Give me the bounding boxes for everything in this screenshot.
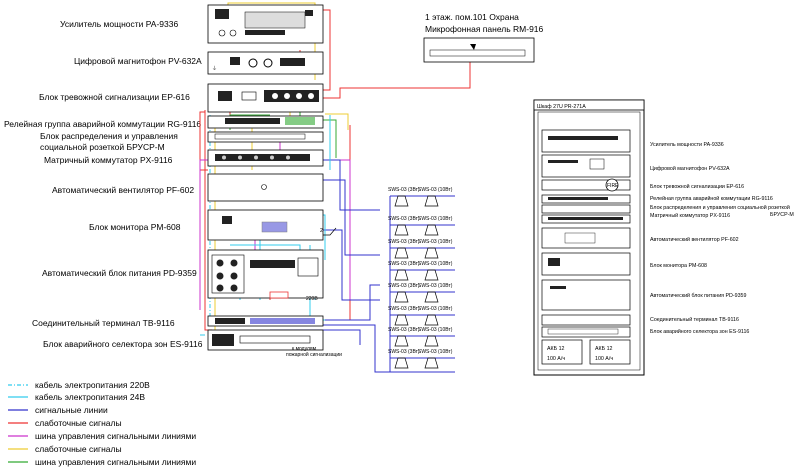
svg-text:АКБ 12: АКБ 12 — [595, 346, 613, 352]
label-px9116: Матричный коммутатор PX-9116 — [44, 155, 173, 165]
device-pv632a: ⏚ — [207, 51, 324, 75]
mic-panel-title: Микрофонная панель RM-916 — [425, 24, 544, 34]
mic-panel-location: 1 этаж. пом.101 Охрана — [425, 12, 519, 22]
devices: ⏚ — [207, 4, 342, 358]
rack-label-es9116: Блок аварийного селектора зон ES-9116 — [650, 328, 749, 335]
svg-text:SWS-03 (3Вт): SWS-03 (3Вт) — [388, 261, 420, 267]
svg-text:SWS-03 (10Вт): SWS-03 (10Вт) — [418, 283, 453, 289]
label-brusr-1: Блок распределения и управления — [40, 131, 178, 141]
rack-fire-badge: FIRE — [607, 183, 619, 189]
label-pf602: Автоматический вентилятор PF-602 — [52, 185, 194, 195]
label-pm608: Блок монитора PM-608 — [89, 222, 181, 232]
device-pm608: 2 — [207, 209, 324, 241]
speaker-row-3: SWS-03 (3Вт) SWS-03 (10Вт) — [388, 239, 453, 259]
svg-text:SWS-03 (3Вт): SWS-03 (3Вт) — [388, 349, 420, 355]
speaker-row-8: SWS-03 (3Вт) SWS-03 (10Вт) — [388, 349, 453, 369]
label-rg9116: Релейная группа аварийной коммутации RG-… — [4, 119, 201, 129]
svg-text:SWS-03 (3Вт): SWS-03 (3Вт) — [388, 283, 420, 289]
svg-text:2: 2 — [320, 228, 323, 234]
svg-text:АКБ 12: АКБ 12 — [547, 346, 565, 352]
label-brusr-2: социальной розеткой БРУСР-М — [40, 142, 165, 152]
label-es9116: Блок аварийного селектора зон ES-9116 — [43, 339, 203, 349]
speaker-row-7: SWS-03 (3Вт) SWS-03 (10Вт) — [388, 327, 453, 347]
device-es9116: к модулям пожарной сигнализации — [207, 329, 342, 358]
speakers: SWS-03 (3Вт) SWS-03 (10Вт) SWS-03 (3Вт) … — [388, 187, 453, 369]
svg-text:SWS-03 (3Вт): SWS-03 (3Вт) — [388, 216, 420, 222]
svg-text:кабель электропитания 24В: кабель электропитания 24В — [35, 392, 145, 402]
legend-item-power-220: кабель электропитания 220В — [8, 380, 150, 390]
svg-text:шина управления сигнальными ли: шина управления сигнальными линиями — [35, 431, 196, 441]
legend-item-signal: сигнальные линии — [8, 405, 108, 415]
speaker-label-10w: SWS-03 (10Вт) — [418, 187, 453, 193]
rack-label-pd9359: Автоматический блок питания PD-9359 — [650, 292, 746, 299]
svg-text:SWS-03 (10Вт): SWS-03 (10Вт) — [418, 349, 453, 355]
svg-text:сигнальные линии: сигнальные линии — [35, 405, 108, 415]
label-pv632a: Цифровой магнитофон PV-632A — [74, 56, 202, 66]
rack-title: Шкаф 27U PR-271A — [537, 104, 586, 110]
device-rg9116 — [207, 115, 324, 129]
rack-label-brusr-1: Блок распределения и управления социальн… — [650, 204, 790, 211]
speaker-row-4: SWS-03 (3Вт) SWS-03 (10Вт) — [388, 261, 453, 281]
rack-label-pa9336: Усилитель мощности PA-9336 — [650, 142, 724, 148]
speaker-row-2: SWS-03 (3Вт) SWS-03 (10Вт) — [388, 216, 453, 236]
rack-label-ep616: Блок тревожной сигнализации EP-616 — [650, 183, 744, 190]
rack-battery-2: АКБ 12 100 А/ч — [589, 339, 631, 365]
svg-text:SWS-03 (10Вт): SWS-03 (10Вт) — [418, 239, 453, 245]
device-pa9336 — [207, 4, 324, 44]
svg-text:SWS-03 (3Вт): SWS-03 (3Вт) — [388, 327, 420, 333]
rack-label-px9116: Матричный коммутатор PX-9116 — [650, 212, 730, 219]
device-pf602 — [207, 173, 324, 202]
label-pd9359: Автоматический блок питания PD-9359 — [42, 268, 197, 278]
speaker-label-3w: SWS-03 (3Вт) — [388, 187, 420, 193]
fire-note-line2: пожарной сигнализации — [286, 351, 342, 358]
mic-panel: 1 этаж. пом.101 Охрана Микрофонная панел… — [423, 12, 544, 63]
fire-note-line1: к модулям — [292, 346, 317, 352]
legend: кабель электропитания 220В кабель электр… — [8, 380, 196, 467]
label-pa9336: Усилитель мощности PA-9336 — [60, 19, 178, 29]
svg-text:слаботочные сигналы: слаботочные сигналы — [35, 418, 122, 428]
rack-label-rg9116: Релейная группа аварийной коммутации RG-… — [650, 195, 773, 202]
voltage-220: 220В — [306, 296, 318, 302]
device-tb9116 — [207, 315, 324, 327]
rack-cabinet: Шкаф 27U PR-271A FIRE АКБ 12 100 А/ч — [533, 99, 794, 376]
rack-label-pm608: Блок монитора PM-608 — [650, 263, 707, 269]
svg-text:SWS-03 (10Вт): SWS-03 (10Вт) — [418, 261, 453, 267]
svg-text:SWS-03 (10Вт): SWS-03 (10Вт) — [418, 216, 453, 222]
svg-text:шина управления сигнальными ли: шина управления сигнальными линиями — [35, 457, 196, 467]
device-ep616 — [207, 83, 324, 113]
svg-text:100 А/ч: 100 А/ч — [547, 356, 565, 362]
speaker-row-1: SWS-03 (3Вт) SWS-03 (10Вт) — [388, 187, 453, 207]
rack-label-brusr-2: БРУСР-М — [770, 212, 794, 218]
device-pd9359: 220В — [207, 249, 324, 302]
svg-text:кабель электропитания 220В: кабель электропитания 220В — [35, 380, 150, 390]
device-brusr — [207, 131, 324, 143]
speaker-row-6: SWS-03 (3Вт) SWS-03 (10Вт) — [388, 306, 453, 326]
device-px9116 — [207, 149, 324, 167]
svg-text:⏚: ⏚ — [212, 65, 217, 72]
speaker-row-5: SWS-03 (3Вт) SWS-03 (10Вт) — [388, 283, 453, 303]
legend-item-bus-green: шина управления сигнальными линиями — [8, 457, 196, 467]
rack-label-pv632a: Цифровой магнитофон PV-632A — [650, 165, 730, 172]
label-tb9116: Соединительный терминал TB-9116 — [32, 318, 175, 328]
svg-text:SWS-03 (10Вт): SWS-03 (10Вт) — [418, 306, 453, 312]
legend-item-low-current-red: слаботочные сигналы — [8, 418, 122, 428]
rack-label-pf602: Автоматический вентилятор PF-602 — [650, 236, 739, 243]
svg-text:слаботочные сигналы: слаботочные сигналы — [35, 444, 122, 454]
legend-item-low-current-yellow: слаботочные сигналы — [8, 444, 122, 454]
legend-item-power-24: кабель электропитания 24В — [8, 392, 145, 402]
svg-text:100 А/ч: 100 А/ч — [595, 356, 613, 362]
legend-item-bus-magenta: шина управления сигнальными линиями — [8, 431, 196, 441]
svg-text:SWS-03 (10Вт): SWS-03 (10Вт) — [418, 327, 453, 333]
label-ep616: Блок тревожной сигнализации EP-616 — [39, 92, 190, 102]
rack-battery-1: АКБ 12 100 А/ч — [541, 339, 583, 365]
svg-text:SWS-03 (3Вт): SWS-03 (3Вт) — [388, 306, 420, 312]
rack-label-tb9116: Соединительный терминал TB-9116 — [650, 316, 739, 323]
svg-text:SWS-03 (3Вт): SWS-03 (3Вт) — [388, 239, 420, 245]
